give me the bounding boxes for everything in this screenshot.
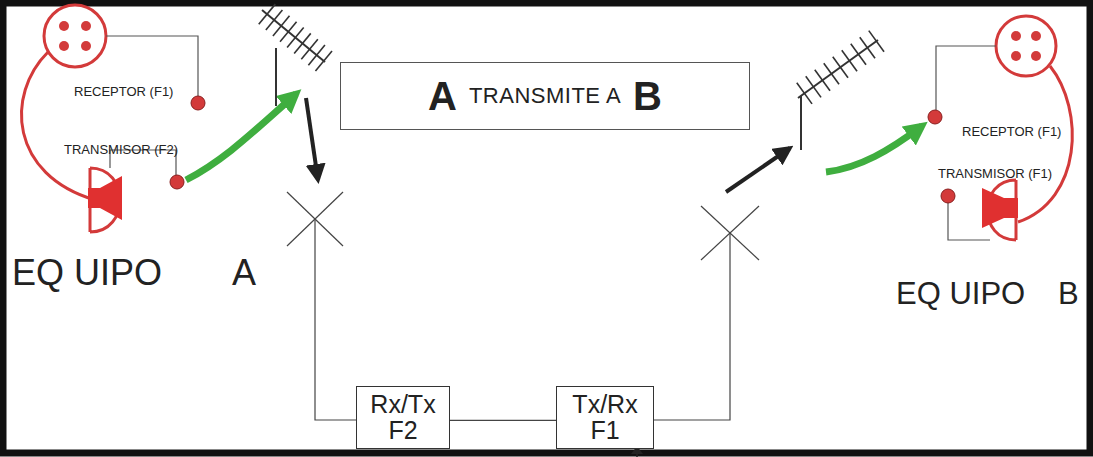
antenna-a-part bbox=[259, 4, 332, 71]
title-box: A TRANSMITE A B bbox=[340, 62, 750, 130]
antenna-b-part-part bbox=[842, 50, 857, 71]
antenna-a bbox=[259, 4, 332, 106]
antenna-b-part-part bbox=[806, 76, 821, 97]
transmitter-label: TRANSMISOR (F2) bbox=[64, 142, 178, 157]
equipment-letter: A bbox=[232, 252, 256, 294]
equipment-b-headset-part bbox=[826, 126, 922, 172]
antenna-b-part bbox=[797, 31, 884, 104]
antenna-b-part-part bbox=[869, 31, 884, 52]
equipment-a-headset bbox=[21, 5, 296, 232]
signal-arrow-part bbox=[726, 148, 790, 192]
title-text: B bbox=[633, 74, 662, 119]
equipment-b-headset-part bbox=[982, 188, 1018, 228]
antenna-b-part bbox=[798, 40, 878, 98]
frame bbox=[3, 3, 1090, 453]
signal-arrow-part bbox=[306, 98, 318, 180]
antenna-b-part bbox=[800, 96, 802, 150]
equipment-name: EQ UIPO bbox=[896, 276, 1025, 312]
equipment-a-headset-part bbox=[186, 94, 296, 180]
antenna-b-part-part bbox=[851, 44, 866, 65]
equipment-a-headset-part bbox=[59, 41, 69, 51]
radio-box: Tx/Rx F1 bbox=[556, 386, 654, 449]
equipment-a-headset-part bbox=[88, 176, 122, 220]
title-text: TRANSMITE A bbox=[469, 83, 621, 109]
equipment-a-headset-part bbox=[81, 21, 91, 31]
antenna-b-part-part bbox=[833, 57, 848, 78]
equipment-b-headset-part bbox=[1011, 51, 1021, 61]
receiver-label: RECEPTOR (F1) bbox=[962, 124, 1061, 139]
feed-line-part bbox=[654, 233, 730, 420]
equipment-b-headset-part bbox=[1031, 31, 1041, 41]
equipment-b-headset-part bbox=[1031, 51, 1041, 61]
equipment-a-headset-part bbox=[21, 52, 95, 200]
frame-part bbox=[3, 3, 1090, 453]
equipment-a-headset-part bbox=[44, 5, 106, 67]
equipment-letter: B bbox=[1058, 276, 1079, 312]
equipment-a-headset-part bbox=[81, 41, 91, 51]
equipment-b-headset-part bbox=[948, 202, 990, 240]
antenna-a-part bbox=[262, 10, 325, 62]
transmitter-label: TRANSMISOR (F1) bbox=[938, 166, 1052, 181]
equipment-name: EQ UIPO bbox=[12, 252, 162, 294]
antenna-a-part-part bbox=[315, 51, 332, 71]
equipment-a-headset-part bbox=[170, 175, 184, 189]
equipment-b-headset-part bbox=[928, 110, 942, 124]
equipment-b-headset bbox=[826, 16, 1072, 240]
antenna-b bbox=[797, 31, 884, 150]
antenna-a-part bbox=[275, 48, 277, 106]
antenna-b-part-part bbox=[860, 37, 875, 58]
title-text: A bbox=[428, 74, 457, 119]
equipment-a-headset-part bbox=[59, 21, 69, 31]
connector-line bbox=[450, 420, 556, 421]
equipment-b-headset-part bbox=[996, 16, 1056, 76]
receiver-label: RECEPTOR (F1) bbox=[74, 84, 173, 99]
equipment-b-headset-part bbox=[1018, 66, 1072, 222]
box-text: Rx/Tx F2 bbox=[363, 391, 443, 444]
equipment-b-headset-part bbox=[941, 189, 955, 203]
antenna-b-part-part bbox=[797, 83, 812, 104]
antenna-b-part-part bbox=[824, 63, 839, 84]
radio-box: Rx/Tx F2 bbox=[356, 386, 450, 449]
feed-line-part bbox=[315, 219, 356, 420]
equipment-a-headset-part bbox=[191, 96, 205, 110]
equipment-b-headset-part bbox=[936, 46, 996, 110]
antenna-cross bbox=[287, 192, 759, 260]
box-text: Tx/Rx F1 bbox=[563, 391, 647, 444]
antenna-b-part-part bbox=[815, 70, 830, 91]
equipment-b-headset-part bbox=[1011, 31, 1021, 41]
